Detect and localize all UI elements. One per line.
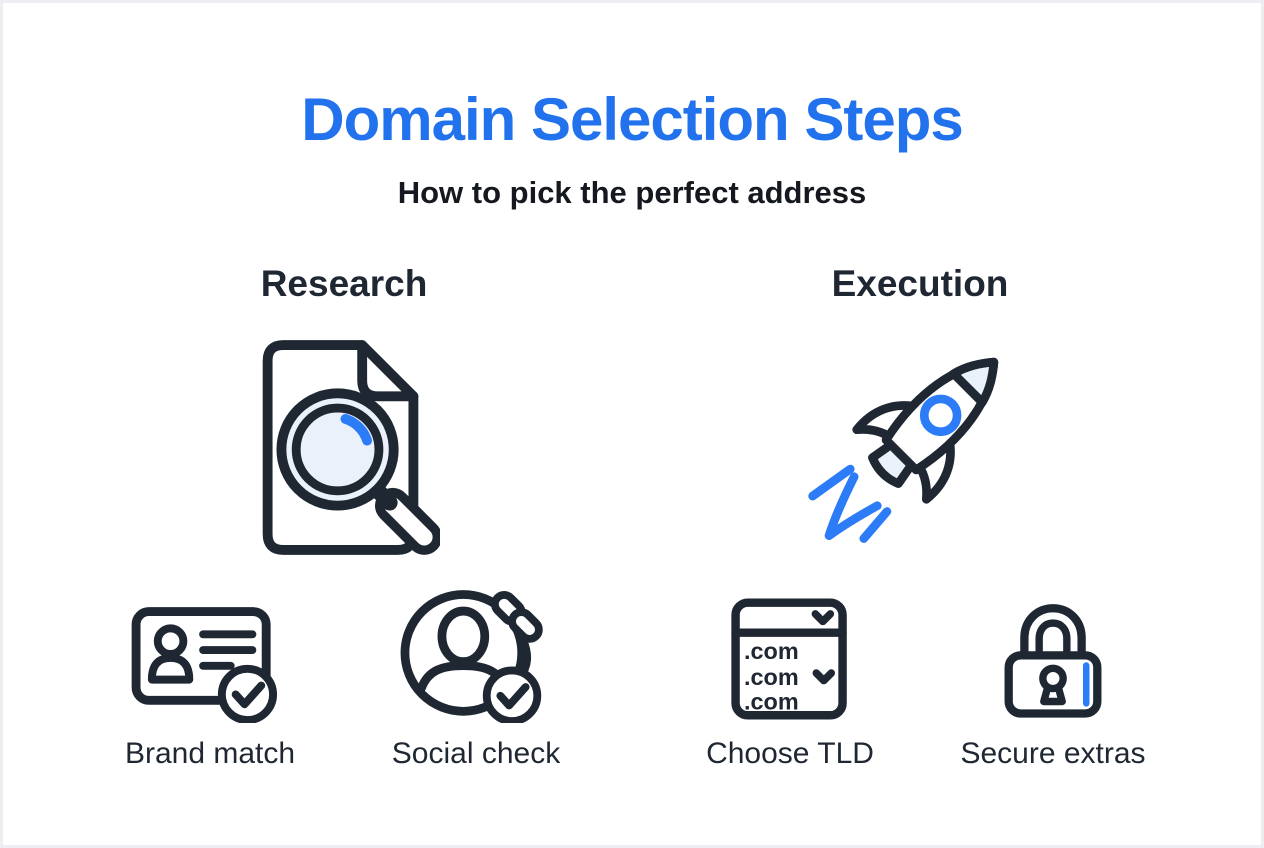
column-heading-execution: Execution xyxy=(831,263,1009,304)
page-title: Domain Selection Steps xyxy=(301,86,964,153)
document-search-svg xyxy=(262,340,440,555)
step-item-social-check: Social check xyxy=(346,585,606,771)
column-heading-research: Research xyxy=(260,263,428,304)
page-subtitle: How to pick the perfect address xyxy=(397,175,867,210)
document-search-icon xyxy=(243,334,440,561)
step-label-secure-extras: Secure extras xyxy=(960,737,1146,770)
tld-option-text-1: .com xyxy=(744,638,799,664)
tld-option-text-2: .com xyxy=(744,664,799,690)
step-label-social-check: Social check xyxy=(391,737,561,770)
id-card-check-svg xyxy=(131,607,278,723)
step-label-choose-tld: Choose TLD xyxy=(706,737,874,770)
step-item-secure-extras: Secure extras xyxy=(923,585,1183,771)
profile-link-check-svg xyxy=(400,590,543,723)
rocket-flames xyxy=(808,464,892,543)
rocket-icon xyxy=(802,330,1024,556)
id-card-check-icon xyxy=(126,585,294,723)
rocket-svg xyxy=(808,357,999,543)
tld-dropdown-icon: .com .com .com xyxy=(729,585,851,723)
step-label-brand-match: Brand match xyxy=(124,737,296,770)
tld-option-text-3: .com xyxy=(744,689,799,715)
step-item-choose-tld: .com .com .com Choose TLD xyxy=(660,585,920,771)
padlock-svg xyxy=(1004,604,1102,718)
padlock-icon xyxy=(993,585,1113,723)
profile-link-check-icon xyxy=(393,585,559,723)
tld-dropdown-svg: .com .com .com xyxy=(731,598,847,720)
step-item-brand-match: Brand match xyxy=(80,585,340,771)
